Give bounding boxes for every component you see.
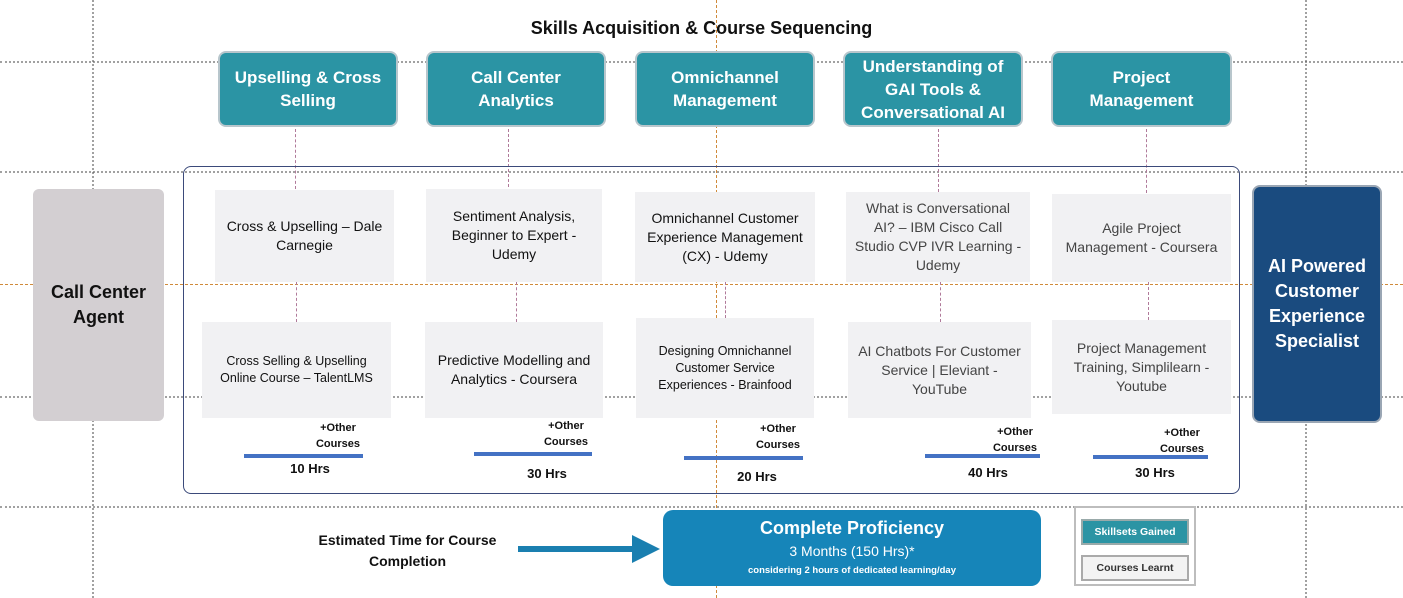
connector-line [1146,129,1147,193]
course-card: Agile Project Management - Coursera [1052,194,1231,282]
center-guide-horizontal [0,284,1403,285]
arrow-head-icon [632,535,660,563]
legend: Skillsets Gained Courses Learnt [1074,506,1196,586]
hours-bar [925,454,1040,458]
connector-line [508,129,509,187]
hours-bar [1093,455,1208,459]
guide-line [0,506,1403,508]
proficiency-box: Complete Proficiency 3 Months (150 Hrs)*… [663,510,1041,586]
hours-label: 10 Hrs [290,461,330,476]
connector-line [295,129,296,189]
other-courses-label: +Other Courses [315,422,361,450]
estimated-time-label: Estimated Time for Course Completion [318,532,497,569]
course-card: Cross & Upselling – Dale Carnegie [215,190,394,282]
course-card: Project Management Training, Simplilearn… [1052,320,1231,414]
proficiency-note: considering 2 hours of dedicated learnin… [748,565,956,576]
guide-line [0,171,1403,173]
connector-line [1148,282,1149,320]
proficiency-duration: 3 Months (150 Hrs)* [789,543,915,559]
hours-bar [244,454,363,458]
proficiency-title: Complete Proficiency [759,518,945,538]
legend-skillsets: Skillsets Gained [1081,519,1189,545]
other-courses-label: +Other Courses [755,423,801,451]
course-card: Omnichannel Customer Experience Manageme… [635,192,815,282]
other-courses-label: +Other Courses [992,426,1038,454]
page-title: Skills Acquisition & Course Sequencing [530,18,873,38]
course-card: Predictive Modelling and Analytics - Cou… [425,322,603,418]
course-card: What is Conversational AI? – IBM Cisco C… [846,192,1030,282]
arrow-right-icon [518,546,636,552]
skill-box-omnichannel: Omnichannel Management [635,51,815,127]
course-card: AI Chatbots For Customer Service | Elevi… [848,322,1031,418]
connector-line [940,282,941,322]
skill-box-gai: Understanding of GAI Tools & Conversatio… [843,51,1023,127]
connector-line [296,282,297,322]
end-role-ai-cx-specialist: AI Powered Customer Experience Specialis… [1252,185,1382,423]
start-role-call-center-agent: Call Center Agent [33,189,164,421]
hours-label: 20 Hrs [737,469,777,484]
course-card: Sentiment Analysis, Beginner to Expert -… [426,189,602,282]
skill-box-project-mgmt: Project Management [1051,51,1232,127]
hours-label: 30 Hrs [527,466,567,481]
course-card: Designing Omnichannel Customer Service E… [636,318,814,418]
legend-courses: Courses Learnt [1081,555,1189,581]
connector-line [725,282,726,318]
center-guide-vertical [716,0,717,598]
hours-bar [474,452,592,456]
connector-line [516,282,517,322]
hours-label: 40 Hrs [968,465,1008,480]
other-courses-label: +Other Courses [543,420,589,448]
hours-label: 30 Hrs [1135,465,1175,480]
hours-bar [684,456,803,460]
skill-box-analytics: Call Center Analytics [426,51,606,127]
courses-frame [183,166,1240,494]
connector-line [938,129,939,192]
course-card: Cross Selling & Upselling Online Course … [202,322,391,418]
skill-box-upselling: Upselling & Cross Selling [218,51,398,127]
other-courses-label: +Other Courses [1159,427,1205,455]
